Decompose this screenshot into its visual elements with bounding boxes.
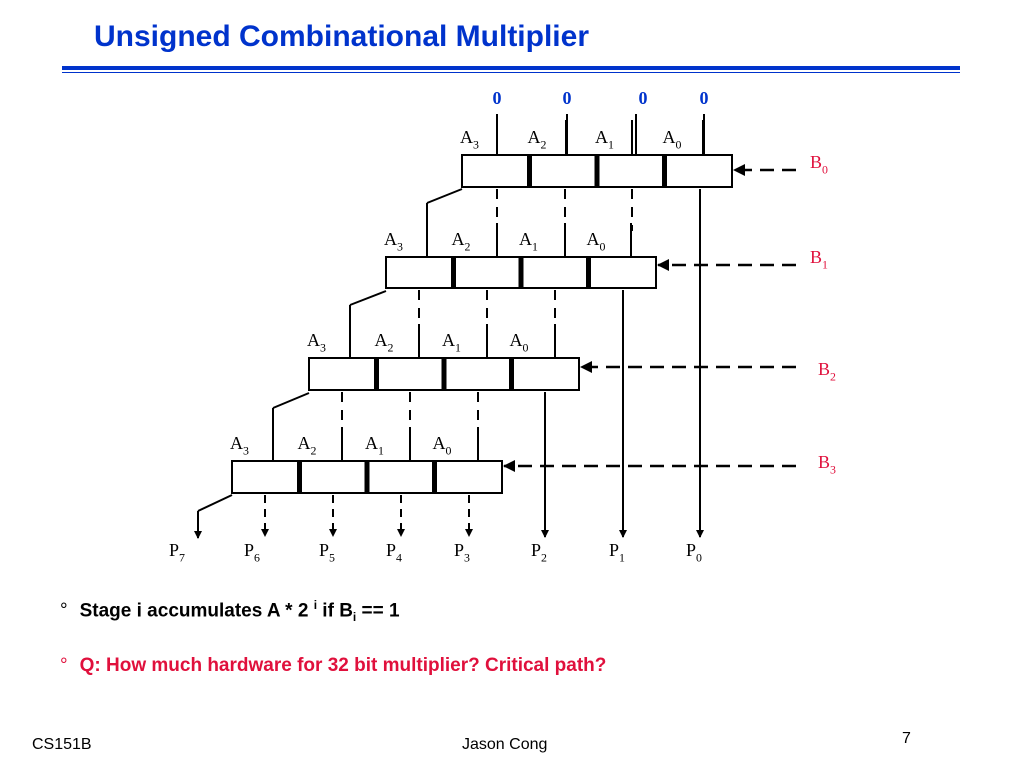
product-output-label: P2 [531,540,547,564]
bullet-question: ° Q: How much hardware for 32 bit multipl… [60,656,606,675]
bullet-marker: ° [60,600,68,622]
cell-divider [509,358,514,390]
cell-divider [374,358,379,390]
input-label-a: A1 [442,330,461,354]
input-label-a: A3 [460,127,479,151]
cell-divider [527,155,532,187]
carry-diagonal [349,290,387,306]
top-input-zero: 0 [700,88,709,108]
input-label-a: A2 [298,433,317,457]
bullet-stage-accumulates: ° Stage i accumulates A * 2 i if Bi == 1 [60,599,400,623]
multiplier-bit-label: B1 [810,247,828,271]
multiplier-bit-label: B3 [818,452,836,476]
bullet-text-part2: if B [317,600,353,622]
bullet-superscript: i [313,598,318,612]
input-label-a: A2 [375,330,394,354]
product-output-label: P7 [169,540,185,564]
bullet-question-text: Q: How much hardware for 32 bit multipli… [79,655,607,676]
product-output-label: P4 [386,540,402,564]
top-input-zero: 0 [493,88,502,108]
input-label-a: A2 [528,127,547,151]
input-label-a: A3 [384,229,403,253]
carry-out-diagonal [197,494,233,512]
multiplier-bit-label: B2 [818,359,836,383]
product-output-label: P6 [244,540,260,564]
product-output-label: P1 [609,540,625,564]
cell-divider [586,257,591,288]
cell-divider [518,257,524,288]
input-label-a: A0 [587,229,606,253]
input-label-a: A1 [595,127,614,151]
cell-divider [364,461,370,493]
bullet-marker: ° [60,655,68,676]
slide-title: Unsigned Combinational Multiplier [94,20,589,53]
top-input-zero: 0 [563,88,572,108]
title-rule-thick [62,66,960,70]
bullet-subscript: i [352,610,357,625]
footer-course: CS151B [32,736,92,753]
product-output-label: P3 [454,540,470,564]
input-label-a: A1 [519,229,538,253]
carry-diagonal [426,188,463,204]
top-input-zero: 0 [639,88,648,108]
bullet-text-part1: Stage i accumulates A * 2 [79,600,314,622]
cell-divider [594,155,600,187]
input-label-a: A0 [433,433,452,457]
product-output-label: P0 [686,540,702,564]
cell-divider [662,155,667,187]
input-label-a: A0 [510,330,529,354]
input-label-a: A1 [365,433,384,457]
input-label-a: A3 [230,433,249,457]
footer-author: Jason Cong [462,736,548,753]
cell-divider [297,461,302,493]
footer-page-number: 7 [902,730,911,747]
product-output-label: P5 [319,540,335,564]
bullet-text-part3: == 1 [356,600,400,622]
carry-diagonal [272,392,310,409]
cell-divider [432,461,437,493]
input-label-a: A3 [307,330,326,354]
cell-divider [441,358,447,390]
input-label-a: A0 [663,127,682,151]
title-rule-thin [62,72,960,73]
input-label-a: A2 [452,229,471,253]
multiplier-bit-label: B0 [810,152,828,176]
cell-divider [451,257,456,288]
